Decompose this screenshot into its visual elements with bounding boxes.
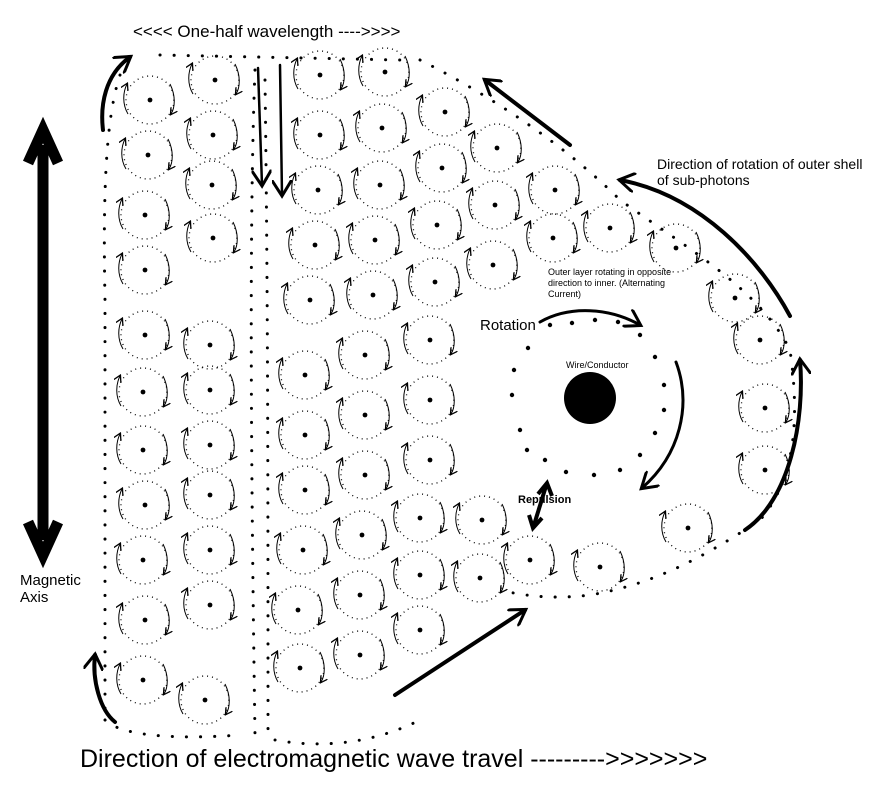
bottom-left-curve-arrow [94,655,117,724]
sub-photon-icon [122,130,173,180]
sub-photon-icon [394,493,445,543]
sub-photon-icon [187,110,238,160]
sub-photon-icon [119,595,170,645]
sub-photon-icon [119,480,170,530]
sub-photon-icon [184,580,235,630]
sub-photon-icon [119,245,170,295]
top-diagonal-arrow [485,80,572,147]
sub-photon-icon [404,435,455,485]
sub-photon-icon [184,470,235,520]
sub-photon-icon [404,375,455,425]
sub-photon-icon [574,542,625,592]
sub-photon-icon [272,585,323,635]
sub-photon-icon [469,180,520,230]
sub-photon-icon [279,350,330,400]
sub-photon-icon [347,270,398,320]
sub-photon-icon [419,87,470,137]
rotation-top-arrow [538,311,640,325]
sub-photon-icon [294,110,345,160]
sub-photon-icon [334,570,385,620]
sub-photon-icon [650,223,701,273]
wave-travel-label: Direction of electromagnetic wave travel… [80,745,708,773]
sub-photon-icon [292,165,343,215]
repulsion-arrow-icon [527,479,554,532]
sub-photon-icon [336,510,387,560]
sub-photon-icon [456,495,507,545]
sub-photon-icon [339,390,390,440]
sub-photon-icon [279,410,330,460]
sub-photon-icon [117,425,168,475]
sub-photon-icon [124,75,175,125]
sub-photon-icon [416,143,467,193]
right-side-curve-arrow [743,360,801,532]
sub-photon-icon [184,525,235,575]
sub-photon-icon [179,675,230,725]
rotation-label: Rotation [480,317,536,334]
sub-photon-icon [411,200,462,250]
wire-conductor-label: Wire/Conductor [566,360,629,370]
sub-photon-icon [454,553,505,603]
sub-photon-icon [354,160,405,210]
sub-photon-icon [117,655,168,705]
sub-photon-icon [184,420,235,470]
sub-photon-icon [467,240,518,290]
half-wavelength-label: <<<< One-half wavelength ---->>>> [133,22,401,41]
magnetic-axis-arrow-icon [22,116,64,569]
sub-photon-icon [394,605,445,655]
sub-photon-icon [529,165,580,215]
sub-photon-icon [277,525,328,575]
sub-photon-icon [289,220,340,270]
sub-photon-icon [662,503,713,553]
sub-photon-icon [274,643,325,693]
sub-photon-icon [339,330,390,380]
sub-photon-icon [356,103,407,153]
sub-photon-icon [404,315,455,365]
sub-photon-icon [409,257,460,307]
sub-photon-icon [334,630,385,680]
wire-rotation-arrows [538,311,685,488]
sub-photon-icon [349,215,400,265]
sub-photon-icon [294,50,345,100]
wire-orbit-dots [509,317,667,478]
sub-photon-icon [184,320,235,370]
top-left-curve-arrow [100,57,130,132]
divider-down-arrows [258,63,282,195]
sub-photon-icon [187,213,238,263]
sub-photon-field [117,47,790,725]
sub-photon-icon [117,535,168,585]
sub-photon-icon [504,535,555,585]
outer-shell-curve-arrow [620,180,792,318]
sub-photon-icon [359,47,410,97]
wire-conductor-icon [564,372,616,424]
sub-photon-icon [739,383,790,433]
sub-photon-icon [527,213,578,263]
sub-photon-icon [584,203,635,253]
bottom-diagonal-arrow [393,610,525,697]
sub-photon-icon [339,450,390,500]
sub-photon-icon [471,123,522,173]
sub-photon-icon [709,273,760,323]
sub-photon-icon [279,465,330,515]
sub-photon-icon [119,310,170,360]
magnetic-axis-label: Magnetic Axis [20,572,81,607]
sub-photon-icon [119,190,170,240]
flow-arrows [94,57,801,724]
outer-shell-rotation-label: Direction of rotation of outer shell of … [657,156,863,189]
sub-photon-icon [394,550,445,600]
sub-photon-icon [117,367,168,417]
rotation-right-arrow [642,360,685,488]
sub-photon-icon [186,160,237,210]
sub-photon-icon [284,275,335,325]
sub-photon-icon [734,315,785,365]
sub-photon-icon [189,55,240,105]
sub-photon-icon [184,365,235,415]
outer-layer-note: Outer layer rotating in opposite directi… [548,267,672,299]
repulsion-label: Repulsion [518,494,572,506]
